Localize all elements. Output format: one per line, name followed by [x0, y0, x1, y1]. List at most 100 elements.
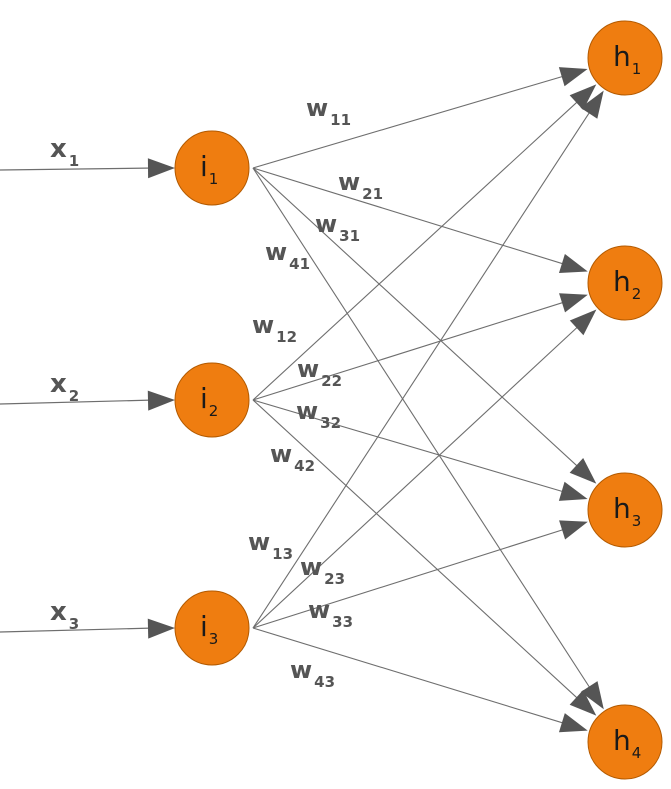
- weight-label-w21-subscript: 21: [362, 185, 383, 203]
- edge-w32: [252, 399, 569, 494]
- arrow-head-w41: [580, 681, 604, 710]
- input-node-3: i3: [174, 590, 250, 666]
- weight-label-w22-letter: w: [297, 355, 319, 383]
- edge-w41: [252, 167, 594, 693]
- weight-label-w32-subscript: 32: [320, 414, 341, 432]
- hidden-node-letter: h: [613, 724, 631, 757]
- input-label-x1-subscript: 1: [69, 152, 79, 170]
- weight-label-w33-subscript: 33: [332, 613, 353, 631]
- input-arrow-line-2: [0, 399, 156, 405]
- hidden-node-circle-2: [587, 245, 663, 321]
- edge-w22: [252, 300, 569, 401]
- input-label-x2-subscript: 2: [69, 387, 79, 405]
- hidden-node-letter: h: [613, 492, 631, 525]
- arrow-head-w33: [559, 520, 588, 540]
- arrow-head-w12: [569, 84, 597, 111]
- weight-label-w41-subscript: 41: [289, 255, 310, 273]
- edge-w13: [252, 107, 594, 629]
- arrow-head-w22: [559, 293, 588, 313]
- input-node-letter: i: [200, 382, 208, 415]
- edge-w31: [252, 167, 582, 471]
- hidden-node-label-2: h2: [613, 265, 641, 303]
- arrow-head-w13: [580, 90, 604, 119]
- input-label-x1-letter: x: [50, 134, 67, 164]
- hidden-node-letter: h: [613, 40, 631, 73]
- arrow-head-w32: [558, 481, 588, 501]
- weight-label-w31-letter: w: [315, 210, 337, 238]
- arrow-head-w31: [569, 457, 597, 484]
- hidden-node-1: h1: [587, 20, 663, 96]
- weight-label-w21-letter: w: [338, 168, 360, 196]
- hidden-node-subscript: 4: [632, 744, 642, 762]
- weight-label-w43-letter: w: [290, 656, 312, 684]
- weight-label-w42-letter: w: [270, 440, 292, 468]
- weight-label-w23-letter: w: [300, 553, 322, 581]
- edge-w33: [252, 527, 569, 629]
- input-node-subscript: 3: [209, 630, 219, 648]
- input-arrow-head-1: [147, 158, 175, 179]
- weight-edges: [0, 67, 604, 733]
- edge-w12: [252, 97, 582, 401]
- input-node-label-1: i1: [200, 150, 218, 188]
- input-node-label-2: i2: [200, 382, 218, 420]
- input-node-label-3: i3: [200, 610, 218, 648]
- input-node-circle-2: [174, 362, 250, 438]
- weight-label-w41-letter: w: [265, 238, 287, 266]
- weight-label-w13-letter: w: [248, 528, 270, 556]
- hidden-node-label-4: h4: [613, 724, 641, 762]
- input-arrow-line-3: [0, 627, 156, 633]
- weight-label-w11-letter: w: [306, 94, 328, 122]
- arrow-head-w23: [569, 309, 597, 336]
- weight-label-w23-subscript: 23: [324, 570, 345, 588]
- edge-w11: [252, 74, 569, 169]
- input-node-2: i2: [174, 362, 250, 438]
- input-arrow-line-1: [0, 167, 156, 171]
- input-label-x2-letter: x: [50, 369, 67, 399]
- edge-w42: [252, 399, 582, 703]
- hidden-node-circle-4: [587, 704, 663, 780]
- weight-label-w12-letter: w: [252, 311, 274, 339]
- edge-w43: [252, 627, 569, 726]
- hidden-node-letter: h: [613, 265, 631, 298]
- input-label-x3-letter: x: [50, 597, 67, 627]
- weight-label-w12-subscript: 12: [276, 328, 297, 346]
- input-node-letter: i: [200, 610, 208, 643]
- input-node-letter: i: [200, 150, 208, 183]
- hidden-node-4: h4: [587, 704, 663, 780]
- hidden-node-3: h3: [587, 472, 663, 548]
- weight-label-w32-letter: w: [296, 397, 318, 425]
- weight-label-w13-subscript: 13: [272, 545, 293, 563]
- edge-w23: [252, 322, 583, 629]
- hidden-node-subscript: 3: [632, 512, 642, 530]
- hidden-node-circle-1: [587, 20, 663, 96]
- hidden-node-circle-3: [587, 472, 663, 548]
- input-node-1: i1: [174, 130, 250, 206]
- input-arrow-head-2: [147, 390, 175, 411]
- weight-label-w33-letter: w: [308, 596, 330, 624]
- input-label-x3-subscript: 3: [69, 615, 79, 633]
- input-arrow-head-3: [147, 618, 175, 639]
- weight-label-w43-subscript: 43: [314, 673, 335, 691]
- input-node-circle-1: [174, 130, 250, 206]
- hidden-node-label-3: h3: [613, 492, 641, 530]
- input-node-subscript: 2: [209, 402, 219, 420]
- hidden-node-subscript: 2: [632, 285, 642, 303]
- weight-label-w11-subscript: 11: [330, 111, 351, 129]
- arrow-head-w21: [558, 253, 588, 274]
- weight-label-w42-subscript: 42: [294, 457, 315, 475]
